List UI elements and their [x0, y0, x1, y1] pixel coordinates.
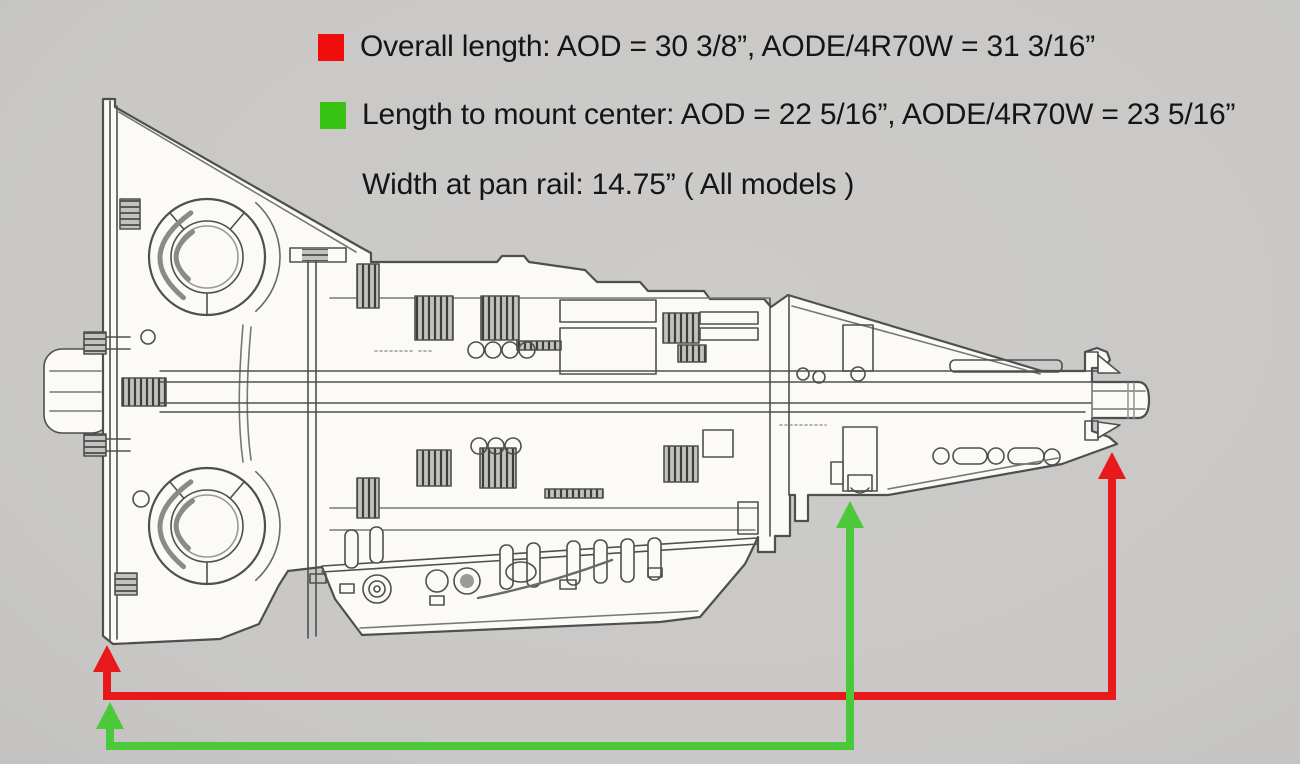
bell-bolts	[49, 331, 167, 457]
torque-converter-top	[147, 197, 267, 317]
legend-row-pan-rail-width: Width at pan rail: 14.75” ( All models )	[362, 168, 854, 202]
output-shaft	[1091, 382, 1146, 419]
pan-rail-width-label: Width at pan rail: 14.75” ( All models )	[362, 168, 855, 201]
overall-length-arrow	[93, 452, 1126, 700]
mount-center-arrow	[96, 501, 864, 750]
main-case	[329, 263, 827, 537]
mount-center-label: Length to mount center: AOD = 22 5/16”, …	[362, 98, 1236, 131]
pump-section	[289, 247, 347, 639]
torque-converter-bottom	[147, 466, 267, 586]
extension-housing	[791, 305, 1121, 490]
bell-housing	[109, 100, 357, 642]
overall-length-swatch	[318, 33, 344, 61]
legend-row-mount-center: Length to mount center: AOD = 22 5/16”, …	[320, 98, 1236, 132]
oil-pan	[309, 526, 759, 629]
overall-length-label: Overall length: AOD = 30 3/8”, AODE/4R70…	[360, 30, 1095, 63]
transmission-artwork	[43, 97, 1151, 646]
mount-center-swatch	[320, 101, 346, 129]
main-shaft	[159, 370, 1093, 413]
legend-row-overall-length: Overall length: AOD = 30 3/8”, AODE/4R70…	[318, 30, 1095, 64]
input-shaft	[43, 348, 111, 434]
transmission-mount	[830, 426, 878, 494]
